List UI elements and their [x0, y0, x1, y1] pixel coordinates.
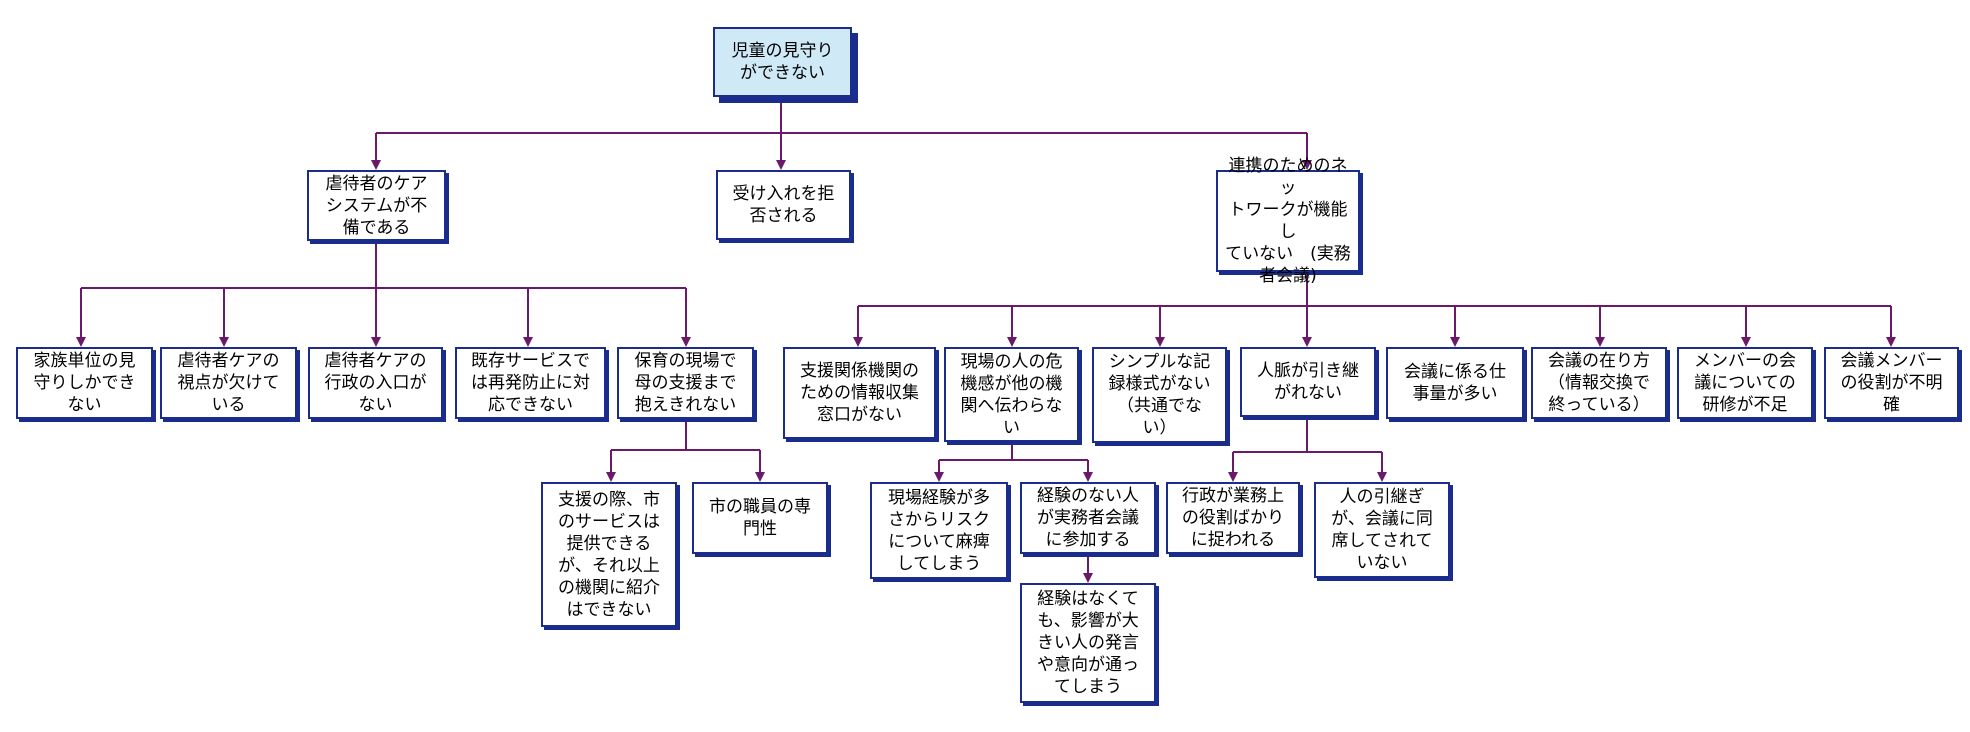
node-care-system: 虐待者のケア システムが不 備である: [307, 170, 446, 241]
arrowhead: [1302, 337, 1312, 347]
node-network: 連携のためのネッ トワークが機能し ていない (実務 者会議): [1216, 156, 1360, 286]
arrowhead: [1302, 160, 1312, 170]
arrowhead: [1228, 472, 1238, 482]
node-admin-role: 行政が業務上 の役割ばかり に捉われる: [1166, 482, 1300, 554]
node-childcare-site: 保育の現場で 母の支援まで 抱えきれない: [617, 347, 754, 419]
arrowhead: [934, 472, 944, 482]
node-admin-entry: 虐待者ケアの 行政の入口が ない: [308, 347, 443, 419]
arrowhead: [1083, 472, 1093, 482]
arrowhead: [755, 472, 765, 482]
node-roles: 会議メンバー の役割が不明 確: [1824, 347, 1959, 419]
node-inexperienced: 経験のない人 が実務者会議 に参加する: [1020, 482, 1156, 554]
arrowhead: [1377, 472, 1387, 482]
arrowhead: [776, 160, 786, 170]
arrowhead: [1595, 337, 1605, 347]
arrowhead: [1007, 337, 1017, 347]
node-viewpoint: 虐待者ケアの 視点が欠けて いる: [160, 347, 297, 419]
arrowhead: [523, 337, 533, 347]
arrowhead: [1886, 337, 1896, 347]
node-danger-sense: 現場の人の危 機感が他の機 関へ伝わらな い: [944, 347, 1079, 442]
node-existing-service: 既存サービスで は再発防止に対 応できない: [455, 347, 606, 419]
node-no-attend: 人の引継ぎ が、会議に同 席してされて いない: [1314, 482, 1450, 578]
node-handover: 人脈が引き継 がれない: [1240, 347, 1376, 417]
arrowhead: [1450, 337, 1460, 347]
arrowhead: [1083, 573, 1093, 583]
arrowhead: [1741, 337, 1751, 347]
arrowhead: [1155, 337, 1165, 347]
node-expertise: 市の職員の専 門性: [692, 482, 828, 554]
node-meeting-style: 会議の在り方 （情報交換で 終っている）: [1531, 347, 1667, 419]
node-influence: 経験はなくて も、影響が大 きい人の発言 や意向が通っ てしまう: [1020, 583, 1156, 703]
arrowhead: [681, 337, 691, 347]
node-info-window: 支援関係機関の ための情報収集 窓口がない: [783, 347, 936, 439]
node-family-unit: 家族単位の見 守りしかでき ない: [16, 347, 153, 419]
node-workload: 会議に係る仕 事量が多い: [1386, 347, 1524, 419]
arrowhead: [371, 337, 381, 347]
arrowhead: [76, 337, 86, 347]
arrowhead: [606, 472, 616, 482]
node-rejected: 受け入れを拒 否される: [716, 170, 851, 240]
arrowhead: [219, 337, 229, 347]
node-simple-form: シンプルな記 録様式がない （共通でな い）: [1092, 347, 1227, 443]
arrowhead: [371, 160, 381, 170]
node-numb: 現場経験が多 さからリスク について麻痺 してしまう: [870, 482, 1008, 579]
arrowhead: [853, 337, 863, 347]
node-training: メンバーの会 議についての 研修が不足: [1677, 347, 1813, 419]
node-support-limit: 支援の際、市 のサービスは 提供できる が、それ以上 の機関に紹介 はできない: [541, 482, 677, 627]
root-node: 児童の見守り ができない: [713, 27, 852, 97]
